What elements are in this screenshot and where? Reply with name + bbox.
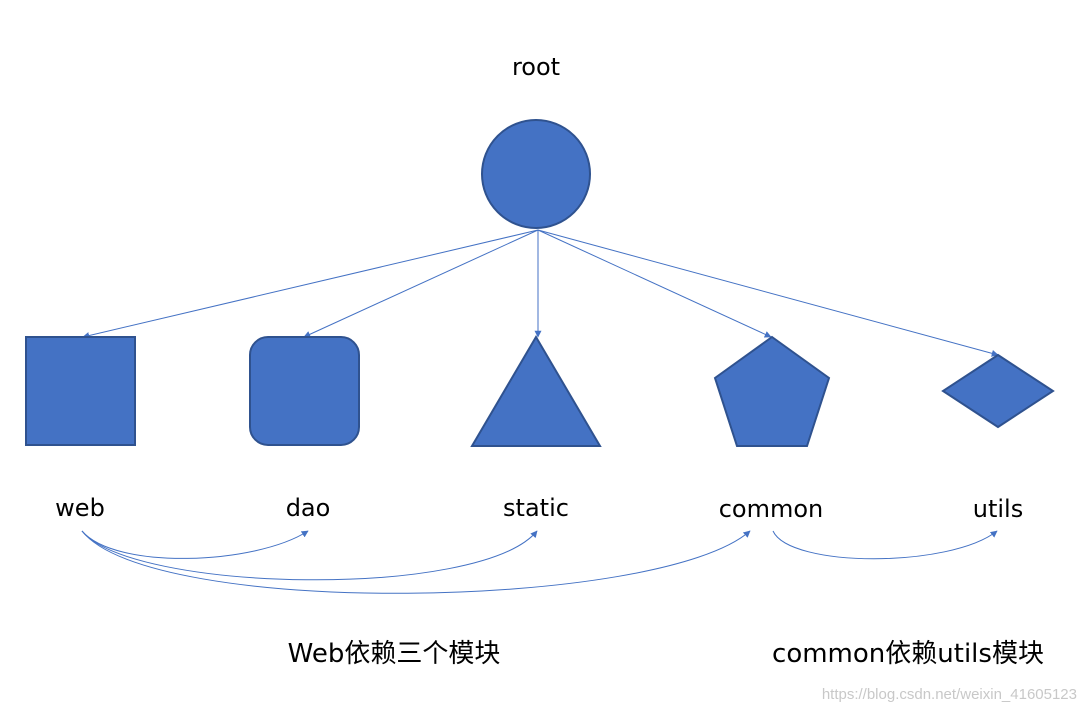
root-to-dao-arrow (303, 229, 539, 338)
dao-label: dao (286, 494, 331, 522)
common-pentagon (713, 335, 831, 447)
common-to-utils-arrow (772, 530, 998, 560)
dao-rounded-square (249, 336, 360, 446)
web-deps-caption: Web依赖三个模块 (288, 639, 501, 669)
root-circle (481, 119, 591, 229)
common-deps-caption: common依赖utils模块 (772, 639, 1044, 669)
common-label: common (719, 495, 824, 523)
utils-diamond (941, 353, 1055, 429)
root-to-common-arrow (537, 229, 772, 338)
web-to-static-arrow (81, 530, 538, 581)
watermark-text: https://blog.csdn.net/weixin_41605123 (822, 686, 1077, 703)
web-to-dao-arrow (81, 530, 309, 559)
static-label: static (503, 494, 569, 522)
static-triangle (470, 335, 602, 447)
web-to-common-arrow (81, 530, 751, 594)
web-label: web (55, 494, 105, 522)
root-to-web-arrow (82, 229, 539, 339)
dependency-edges (81, 530, 998, 594)
root-to-utils-arrow (537, 229, 999, 357)
utils-label: utils (973, 495, 1023, 523)
root-edges (82, 229, 999, 357)
web-square (25, 336, 136, 446)
root-label: root (512, 53, 560, 81)
